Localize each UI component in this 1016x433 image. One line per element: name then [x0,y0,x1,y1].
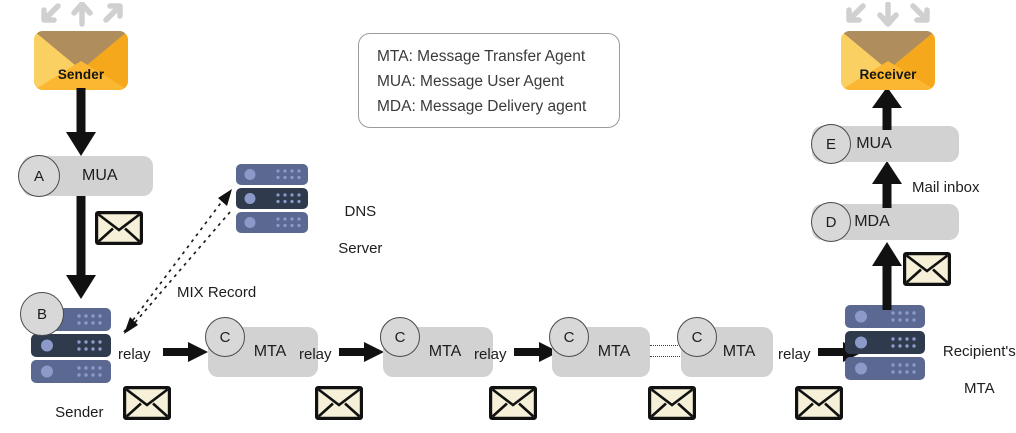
node-mda-label: MDA [854,213,890,230]
step-badge-c-2: C [380,317,420,357]
node-mta-4-label: MTA [722,343,756,360]
relay-label-2: relay [299,346,332,363]
dotted-continuation [650,343,682,361]
relay-label-4: relay [778,346,811,363]
arrow-mua-to-receiver [869,86,905,130]
arrow-sender-to-mua [62,88,100,158]
dns-server-caption: DNS Server [310,185,394,276]
relay-label-1: relay [118,346,151,363]
envelope-icon-mta-3 [648,386,696,420]
dns-server-caption-line1: DNS [344,203,377,221]
step-badge-b: B [20,292,64,336]
arrow-relay-1 [163,340,209,364]
node-mta-2-label: MTA [428,343,462,360]
arrow-relay-3 [514,340,560,364]
dns-server-icon [236,164,308,234]
arrow-mua-to-mailserver [62,196,100,301]
step-badge-d: D [811,202,851,242]
recipient-mta-caption-line1: Recipient's [942,343,1016,361]
dns-server-caption-line2: Server [338,239,383,257]
recipient-mta-caption-line2: MTA [964,379,995,397]
arrow-relay-2 [339,340,385,364]
envelope-icon-recipient [795,386,843,420]
step-badge-a: A [18,155,60,197]
envelope-icon-mda [903,252,951,286]
sender-mail-server-caption-line1: Sender [55,404,104,422]
node-mta-1-label: MTA [253,343,287,360]
receiver-mail-label: Receiver [859,67,917,82]
recipient-mta-caption: Recipient's MTA [925,325,1016,416]
node-mua-receiver-label: MUA [856,135,892,152]
recipient-mta-server-icon [845,305,925,381]
dotted-arrows-dns-lookup [110,186,240,336]
mail-inbox-label: Mail inbox [912,179,980,196]
sender-mail-icon: Sender [34,31,128,90]
legend-line-3: MDA: Message Delivery agent [377,98,587,116]
relay-label-3: relay [474,346,507,363]
sender-mail-server-caption: Sender Mail Server [6,386,136,433]
receiver-mail-icon: Receiver [841,31,935,90]
step-badge-e: E [811,124,851,164]
envelope-icon-mta-2 [489,386,537,420]
node-mua-sender-label: MUA [82,167,118,184]
sender-outgoing-arrows-icon [36,1,128,28]
envelope-icon-mua [95,211,143,245]
step-badge-c-3: C [549,317,589,357]
envelope-icon-sender-server [123,386,171,420]
arrow-mda-to-mua [869,160,905,208]
sender-mail-label: Sender [57,67,105,82]
step-badge-c-1: C [205,317,245,357]
step-badge-c-4: C [677,317,717,357]
legend-line-2: MUA: Message User Agent [377,73,564,91]
node-mta-3-label: MTA [597,343,631,360]
acronym-legend: MTA: Message Transfer Agent MUA: Message… [358,33,620,128]
receiver-incoming-arrows-icon [841,1,935,28]
envelope-icon-mta-1 [315,386,363,420]
mix-record-label: MIX Record [177,284,257,301]
arrow-recipientmta-to-mda [869,240,905,310]
legend-line-1: MTA: Message Transfer Agent [377,48,586,65]
